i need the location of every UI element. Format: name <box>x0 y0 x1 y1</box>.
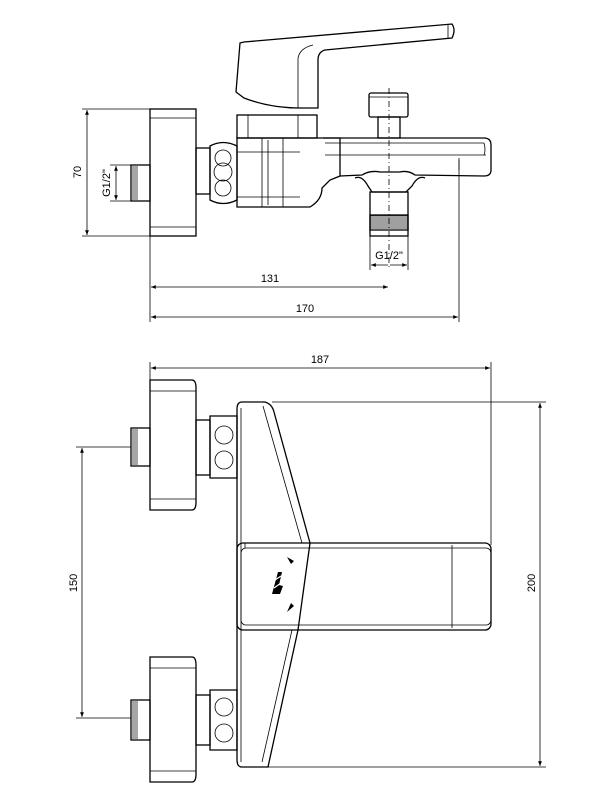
dimension-200: 200 <box>268 401 546 768</box>
dimension-150: 150 <box>68 446 131 719</box>
connector-thread <box>195 147 211 195</box>
dimension-label: 131 <box>261 273 279 285</box>
mixer-body-top <box>236 401 311 768</box>
lever-handle[interactable] <box>235 23 455 109</box>
hex-nut <box>209 141 238 205</box>
dimension-label: 170 <box>296 303 314 315</box>
dimension-170: 170 <box>150 303 458 319</box>
dimension-label: 187 <box>311 354 329 366</box>
top-view: 187 <box>68 354 546 783</box>
dimension-label: G1/2" <box>101 169 113 197</box>
dimension-inlet-thread: G1/2" <box>101 164 131 202</box>
inlet-thread <box>130 164 151 202</box>
dimension-131: 131 <box>150 273 388 289</box>
spout <box>323 137 492 177</box>
brand-logo <box>272 557 294 612</box>
dimension-70: 70 <box>72 108 150 237</box>
side-view: 70 G1/2" G1/2" 131 170 <box>72 23 492 322</box>
dimension-label: 200 <box>526 574 538 592</box>
lever-handle-top[interactable] <box>236 542 492 631</box>
dimension-label: G1/2" <box>375 250 403 262</box>
wall-flange <box>149 108 197 237</box>
upper-inlet-assembly <box>130 379 238 511</box>
mixer-body <box>236 114 341 208</box>
shower-outlet <box>354 176 426 237</box>
dimension-label: 150 <box>68 574 80 592</box>
dimension-187: 187 <box>149 354 492 545</box>
lower-inlet-assembly <box>130 656 238 783</box>
dimension-label: 70 <box>72 166 84 178</box>
diverter-knob[interactable] <box>368 92 409 139</box>
dimension-outlet-thread: G1/2" <box>369 236 409 270</box>
